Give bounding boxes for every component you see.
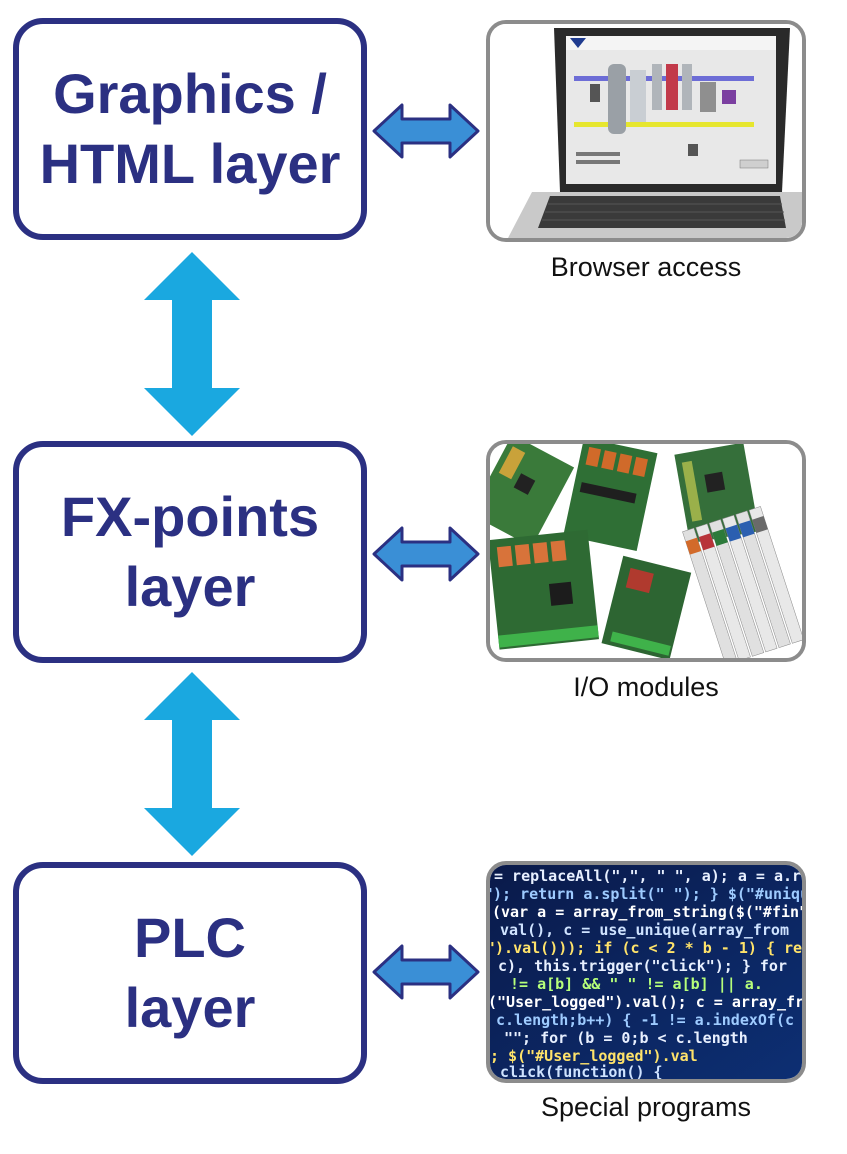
code-line: (var a = array_from_string($("#fin"). <box>492 903 802 921</box>
code-line: val(), c = use_unique(array_from <box>500 921 789 939</box>
browser-access-caption: Browser access <box>550 252 742 282</box>
browser-access-photo <box>486 20 806 242</box>
code-line: "); return a.split(" "); } $("#unique"). <box>490 885 802 903</box>
code-line: ; $("#User_logged").val <box>490 1047 698 1065</box>
code-line: = replaceAll(",", " ", a); a = a.re <box>494 867 802 885</box>
graphics-layer-line1: Graphics / <box>53 62 327 125</box>
code-line: ("User_logged").val(); c = array_from <box>490 993 802 1011</box>
plc-layer-box: PLC layer <box>13 862 367 1084</box>
code-line: c), this.trigger("click"); } for <box>498 957 787 975</box>
circuit-board-icon <box>490 444 802 658</box>
horizontal-double-arrow-icon <box>372 944 480 1000</box>
code-line: click(function() { <box>500 1063 663 1079</box>
horizontal-double-arrow-icon <box>372 103 480 159</box>
fx-points-layer-box: FX-points layer <box>13 441 367 663</box>
graphics-layer-line2: HTML layer <box>39 132 341 195</box>
fx-layer-line2: layer <box>124 555 256 618</box>
source-code-icon: = replaceAll(",", " ", a); a = a.re "); … <box>490 865 802 1079</box>
io-modules-caption: I/O modules <box>573 672 719 702</box>
code-line: ").val())); if (c < 2 * b - 1) { retur <box>490 939 802 957</box>
code-line: ""; for (b = 0;b < c.length <box>504 1029 748 1047</box>
vertical-double-arrow-icon <box>144 672 240 856</box>
special-programs-caption: Special programs <box>540 1092 752 1122</box>
io-modules-photo <box>486 440 806 662</box>
plc-layer-line1: PLC <box>134 906 246 969</box>
laptop-icon <box>490 24 802 238</box>
fx-layer-line1: FX-points <box>60 485 320 548</box>
special-programs-photo: = replaceAll(",", " ", a); a = a.re "); … <box>486 861 806 1083</box>
graphics-html-layer-box: Graphics / HTML layer <box>13 18 367 240</box>
code-line: != a[b] && " " != a[b] || a. <box>510 975 763 994</box>
plc-layer-line2: layer <box>124 976 256 1039</box>
vertical-double-arrow-icon <box>144 252 240 436</box>
horizontal-double-arrow-icon <box>372 526 480 582</box>
code-line: c.length;b++) { -1 != a.indexOf(c <box>496 1011 794 1029</box>
